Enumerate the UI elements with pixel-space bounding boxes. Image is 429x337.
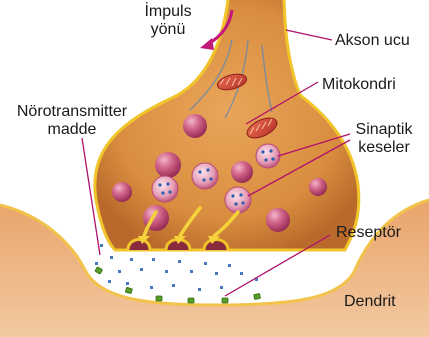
impulse-direction-label: İmpuls yönü bbox=[138, 3, 198, 39]
synaptic-vesicles-label: Sinaptik keseler bbox=[344, 121, 424, 157]
synaptic-vesicles-line-2: keseler bbox=[344, 139, 424, 157]
mitochondria-label: Mitokondri bbox=[322, 76, 396, 94]
impulse-direction-line-2: yönü bbox=[138, 21, 198, 39]
axon-terminal-label: Akson ucu bbox=[335, 32, 410, 50]
receptor-label: Reseptör bbox=[336, 224, 401, 242]
synaptic-vesicles-line-1: Sinaptik bbox=[344, 121, 424, 139]
neurotransmitter-line-2: madde bbox=[2, 121, 142, 139]
dendrite-label: Dendrit bbox=[344, 293, 396, 311]
neurotransmitter-line-1: Nörotransmitter bbox=[2, 103, 142, 121]
neurotransmitter-label: Nörotransmitter madde bbox=[2, 103, 142, 139]
impulse-direction-line-1: İmpuls bbox=[138, 3, 198, 21]
